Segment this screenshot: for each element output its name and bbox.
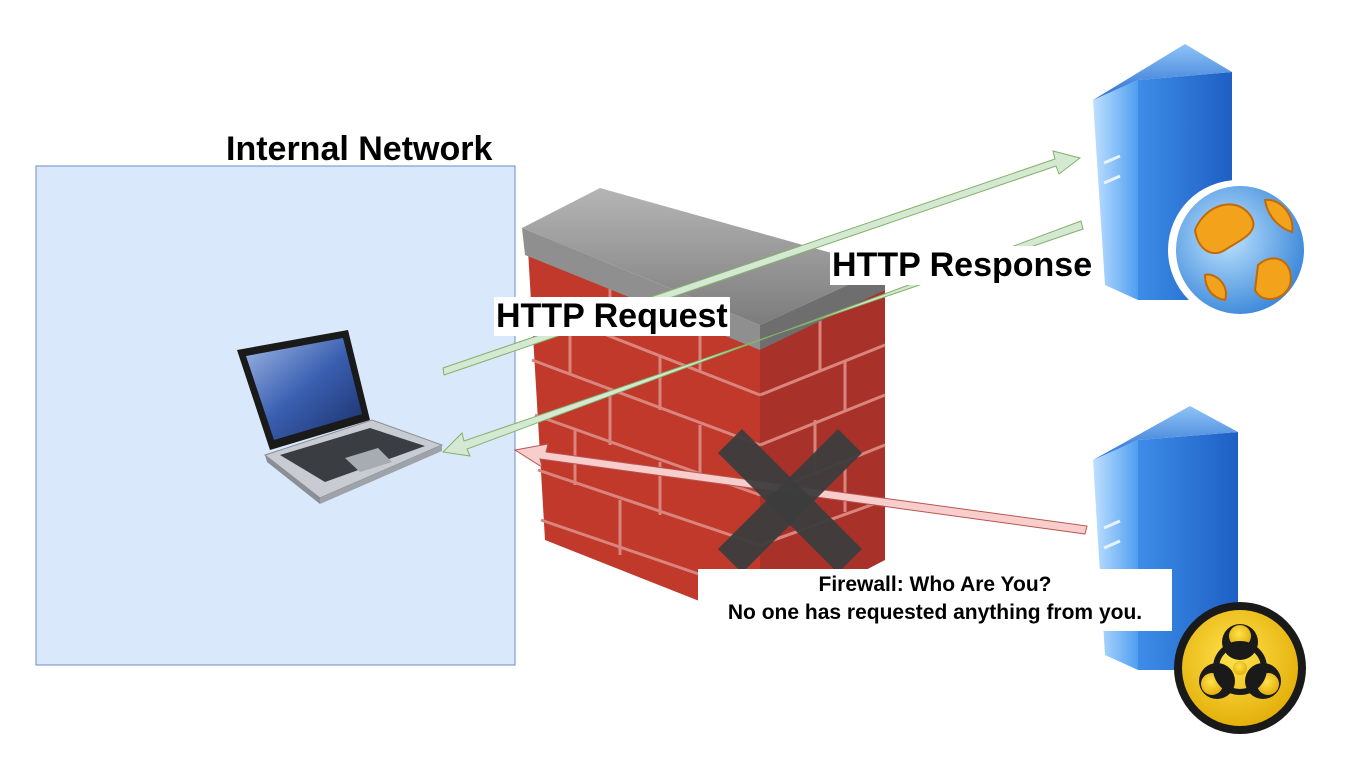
http-response-label: HTTP Response	[830, 246, 1095, 285]
block-x-icon	[717, 428, 863, 574]
firewall-message-line1: Firewall: Who Are You?	[818, 573, 1052, 596]
http-request-label: HTTP Request	[494, 297, 730, 336]
laptop-icon	[237, 330, 444, 504]
globe-icon	[1168, 180, 1308, 320]
internal-network-label: Internal Network	[226, 130, 493, 168]
biohazard-icon	[1174, 602, 1306, 734]
firewall-message-line2: No one has requested anything from you.	[727, 601, 1143, 624]
firewall-message: Firewall: Who Are You? No one has reques…	[698, 569, 1172, 631]
